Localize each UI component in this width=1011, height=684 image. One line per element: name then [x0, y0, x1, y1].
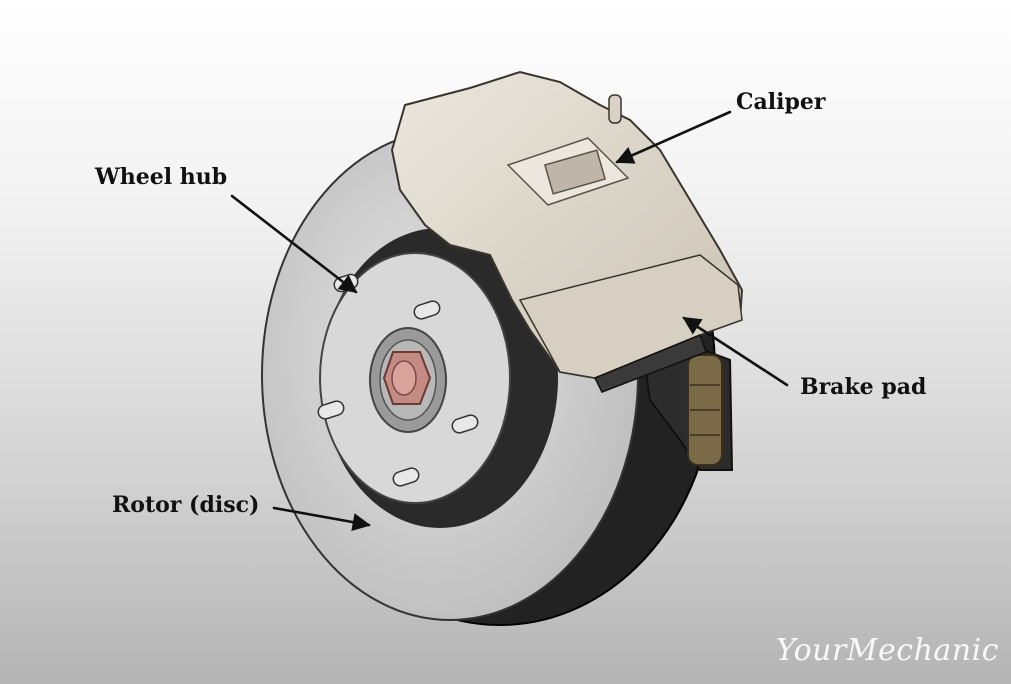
- brake-pad: [593, 334, 707, 393]
- label-brake-pad: Brake pad: [800, 374, 927, 400]
- hub-nut-face: [391, 360, 417, 396]
- label-rotor: Rotor (disc): [112, 492, 260, 518]
- arrow-icon: [272, 506, 371, 532]
- arrow-icon: [682, 316, 789, 387]
- label-caliper: Caliper: [736, 89, 826, 115]
- caliper-assembly: [390, 70, 744, 471]
- arrow-icon: [615, 110, 732, 164]
- caliper-inspection-slot: [543, 149, 607, 195]
- lug-stud: [451, 414, 479, 434]
- arrow-icon: [230, 194, 358, 294]
- lug-stud: [317, 400, 345, 420]
- caliper-bleeder: [608, 94, 622, 124]
- lug-stud: [392, 467, 420, 487]
- leader-arrows: [230, 110, 789, 532]
- lug-stud: [413, 300, 441, 320]
- yourmechanic-watermark: YourMechanic: [775, 633, 999, 668]
- caliper-lower-arm: [518, 254, 743, 379]
- label-wheel-hub: Wheel hub: [95, 164, 228, 190]
